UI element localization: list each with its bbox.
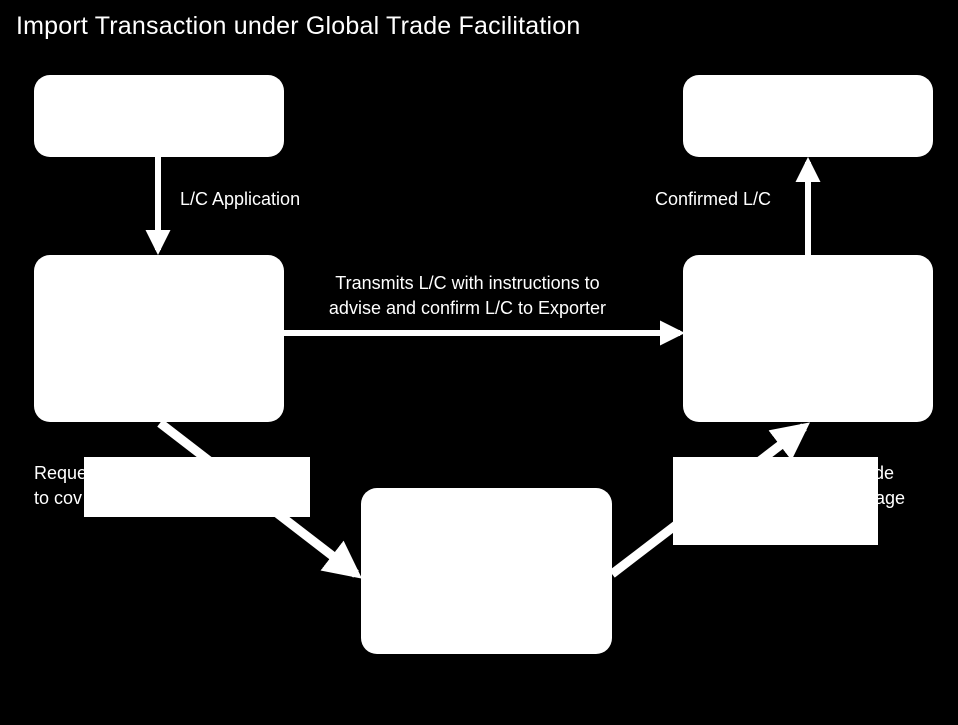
box-top-right bbox=[683, 75, 933, 157]
label-transmits-lc: Transmits L/C with instructions to advis… bbox=[290, 271, 645, 321]
label-transmits-line2: advise and confirm L/C to Exporter bbox=[328, 298, 607, 318]
box-bottom-center bbox=[361, 488, 612, 654]
label-lc-application: L/C Application bbox=[180, 189, 301, 209]
label-left-partial-1: Reque bbox=[34, 463, 88, 483]
box-mid-left bbox=[34, 255, 284, 422]
label-right-partial-1: de bbox=[874, 463, 895, 483]
redaction-block-right bbox=[673, 457, 878, 545]
label-transmits-line1: Transmits L/C with instructions to bbox=[335, 273, 600, 293]
redaction-block-left bbox=[84, 457, 310, 517]
label-left-partial-2: to cov bbox=[34, 488, 83, 508]
page-title: Import Transaction under Global Trade Fa… bbox=[16, 12, 581, 40]
box-top-left bbox=[34, 75, 284, 157]
box-mid-right bbox=[683, 255, 933, 422]
label-confirmed-lc: Confirmed L/C bbox=[655, 189, 772, 209]
